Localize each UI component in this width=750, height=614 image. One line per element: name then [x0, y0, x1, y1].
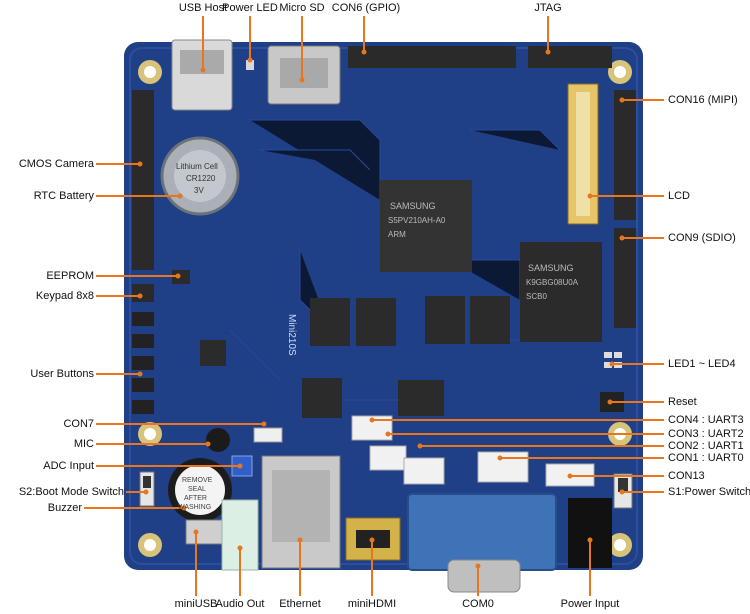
keypad-header [132, 284, 154, 302]
board-silkscreen: Mini210S [286, 314, 297, 356]
label-keypad: Keypad 8x8 [35, 290, 94, 302]
label-led: LED1 ~ LED4 [668, 358, 736, 370]
con7-connector [253, 427, 283, 443]
label-con1: CON1 : UART0 [668, 452, 744, 464]
power-led [246, 60, 254, 70]
mini-usb-connector [185, 519, 223, 545]
mounting-holes [138, 60, 632, 557]
label-buzzer: Buzzer [47, 502, 82, 514]
eeprom-chip [172, 270, 190, 284]
label-miniusb: miniUSB [174, 598, 218, 610]
mic [206, 428, 230, 452]
sticker-line-3: AFTER [184, 495, 207, 502]
battery-model: CR1220 [186, 174, 216, 183]
ram-chip-3 [425, 296, 465, 344]
label-reset: Reset [668, 396, 697, 408]
label-micro-sd: Micro SD [279, 2, 325, 14]
gpio-header [348, 46, 516, 68]
uart-con1 [477, 451, 529, 483]
uart-con2 [403, 457, 445, 485]
label-usb-host: USB Host [178, 2, 228, 14]
label-jtag: JTAG [534, 2, 562, 14]
label-con6: CON6 (GPIO) [331, 2, 401, 14]
cpu-label: SAMSUNG [390, 201, 436, 211]
label-con7: CON7 [63, 418, 94, 430]
leader-lines [84, 16, 664, 596]
label-mic: MIC [73, 438, 94, 450]
label-con13: CON13 [668, 470, 705, 482]
sticker-line-2: SEAL [188, 486, 206, 493]
nand-model: K9GBG08U0A [526, 278, 579, 287]
cpu-model: S5PV210AH-A0 [388, 216, 446, 225]
label-power-input: Power Input [560, 598, 620, 610]
sticker-line-1: REMOVE [182, 477, 213, 484]
label-lcd: LCD [668, 190, 691, 202]
label-rtc-battery: RTC Battery [33, 190, 94, 202]
label-adc: ADC Input [43, 460, 94, 472]
battery-type: Lithium Cell [176, 162, 218, 171]
label-con2: CON2 : UART1 [668, 440, 744, 452]
label-con9: CON9 (SDIO) [668, 232, 736, 244]
user-button-group [132, 312, 154, 414]
label-minihdmi: miniHDMI [347, 598, 397, 610]
label-s1: S1:Power Switch [668, 486, 750, 498]
label-s2: S2:Boot Mode Switch [18, 486, 124, 498]
nand-chip [520, 242, 602, 342]
label-cmos-camera: CMOS Camera [18, 158, 94, 170]
cpu-chip [380, 180, 472, 272]
mipi-header [614, 90, 636, 220]
battery-voltage: 3V [194, 186, 204, 195]
label-con16: CON16 (MIPI) [668, 94, 738, 106]
label-eeprom: EEPROM [46, 270, 94, 282]
cpu-arch: ARM [388, 230, 406, 239]
ram-chip-2 [356, 298, 396, 346]
label-user-buttons: User Buttons [30, 368, 94, 380]
jtag-header [528, 46, 612, 68]
sdio-header [614, 228, 636, 328]
label-audio-out: Audio Out [215, 598, 265, 610]
label-con3: CON3 : UART2 [668, 428, 744, 440]
ram-chip-4 [470, 296, 510, 344]
label-power-led: Power LED [222, 2, 278, 14]
label-ethernet: Ethernet [279, 598, 321, 610]
uart-con3 [369, 445, 407, 471]
ram-chip-1 [310, 298, 350, 346]
label-com0: COM0 [462, 598, 494, 610]
sticker-line-4: WASHING [178, 504, 212, 511]
nand-code: SCB0 [526, 292, 547, 301]
com0-connector [407, 493, 557, 571]
camera-header [132, 90, 154, 270]
label-con4: CON4 : UART3 [668, 414, 744, 426]
nand-brand: SAMSUNG [528, 263, 574, 273]
